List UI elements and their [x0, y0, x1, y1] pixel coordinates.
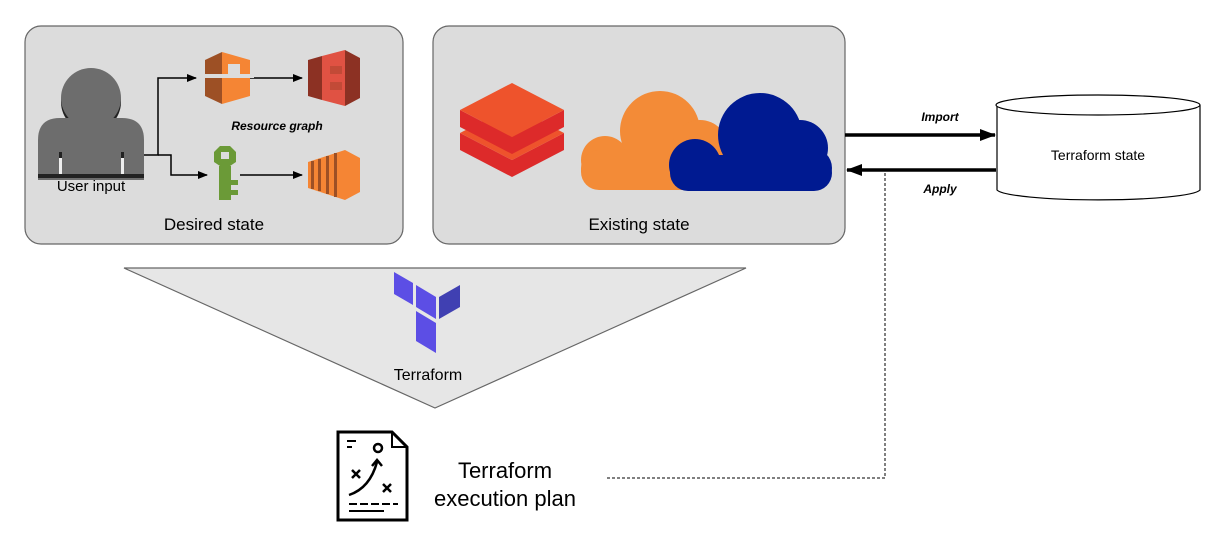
navy-cloud-icon: [669, 93, 832, 191]
desired-state-title: Desired state: [164, 215, 264, 234]
aws-api-gateway-icon: [198, 52, 254, 104]
apply-label: Apply: [922, 182, 958, 196]
terraform-logo-icon: [394, 272, 460, 353]
terraform-state-cylinder: [995, 94, 1201, 201]
desired-state-panel: User input Resource graph: [24, 25, 404, 245]
existing-state-title: Existing state: [588, 215, 689, 234]
aws-s3-icon: [308, 50, 360, 106]
plan-to-apply-connector: [607, 172, 886, 479]
execution-plan-line1: Terraform: [458, 458, 552, 483]
aws-kms-key-icon: [214, 146, 238, 200]
import-label: Import: [921, 110, 959, 124]
databricks-icon: [460, 83, 564, 177]
user-icon: [38, 68, 144, 180]
user-input-label: User input: [57, 178, 126, 195]
existing-state-panel: Existing state: [432, 25, 846, 245]
execution-plan-document-icon: [336, 430, 409, 522]
resource-graph-label: Resource graph: [231, 119, 322, 133]
terraform-label: Terraform: [394, 367, 462, 384]
terraform-state-label: Terraform state: [1051, 147, 1145, 163]
aws-ec2-icon: [308, 150, 360, 200]
execution-plan-line2: execution plan: [434, 486, 576, 511]
resource-graph-edges: [144, 74, 303, 179]
